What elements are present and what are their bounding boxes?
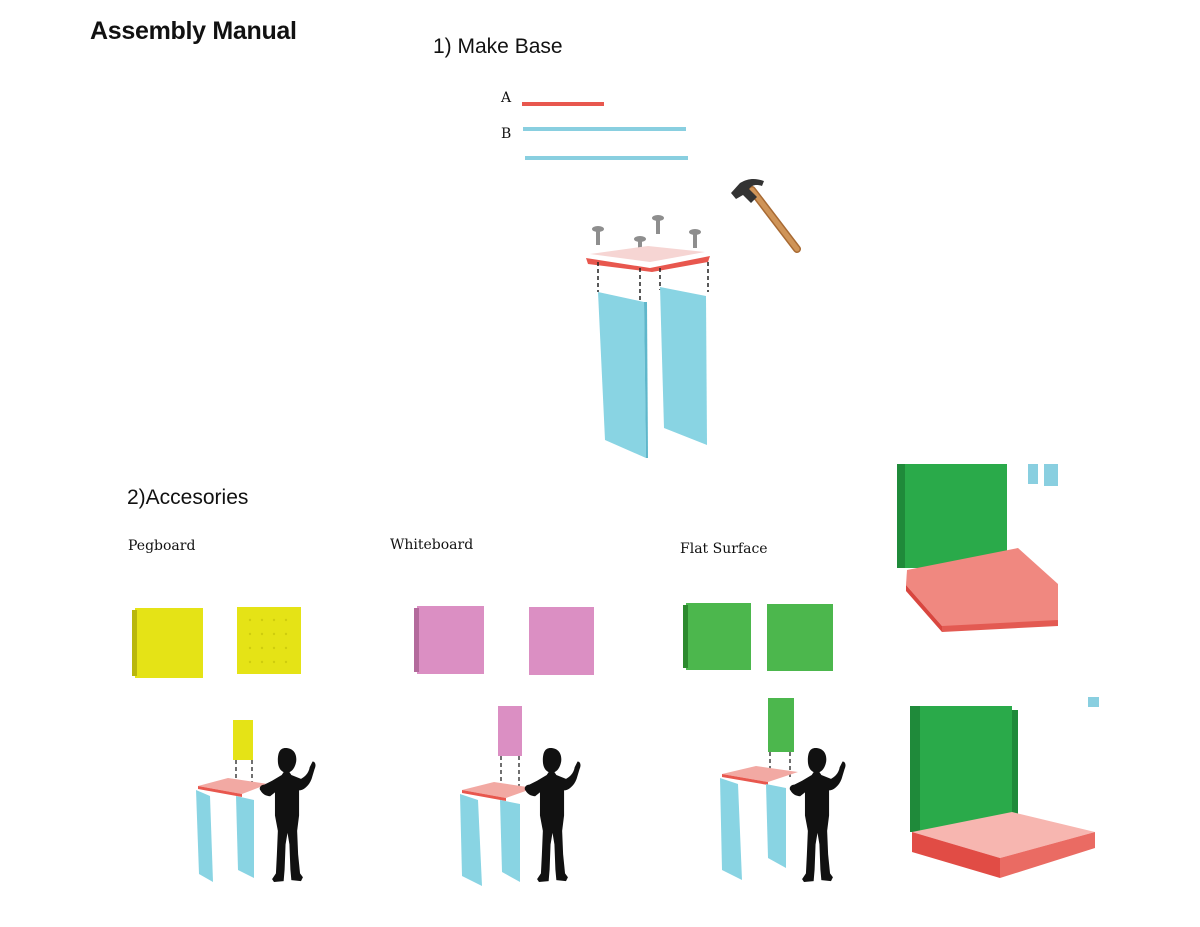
closeup-panel-top (897, 464, 1058, 632)
pegboard-panel-front (237, 607, 301, 674)
base-top-piece (586, 256, 710, 272)
part-b-label: B (501, 126, 512, 142)
flat-surface-panel-side (686, 603, 751, 670)
pegboard-panel-side (135, 608, 203, 678)
leg-panel-left (598, 292, 646, 458)
leg-panel-right (660, 287, 707, 445)
pegboard-assembly (196, 720, 268, 882)
person-silhouette-3 (789, 748, 846, 883)
person-silhouette-2 (524, 748, 581, 883)
closeup-panel-bottom (910, 697, 1099, 878)
flat-surface-label: Flat Surface (680, 541, 768, 557)
person-silhouette-1 (259, 748, 316, 883)
pegboard-label: Pegboard (128, 538, 196, 554)
whiteboard-label: Whiteboard (390, 537, 474, 553)
flat-surface-panel-front (767, 604, 833, 671)
whiteboard-panel-side (417, 606, 484, 674)
screw-icon (592, 215, 701, 255)
part-a-label: A (501, 90, 512, 106)
flat-surface-assembly (720, 698, 798, 880)
whiteboard-assembly (460, 706, 534, 886)
page-title: Assembly Manual (90, 17, 297, 45)
step2-title: 2)Accesories (127, 486, 249, 509)
pegboard-holes (248, 618, 288, 664)
step1-title: 1) Make Base (433, 35, 563, 58)
guide-lines (597, 262, 709, 300)
whiteboard-panel-front (529, 607, 594, 675)
hammer-icon (731, 178, 801, 253)
